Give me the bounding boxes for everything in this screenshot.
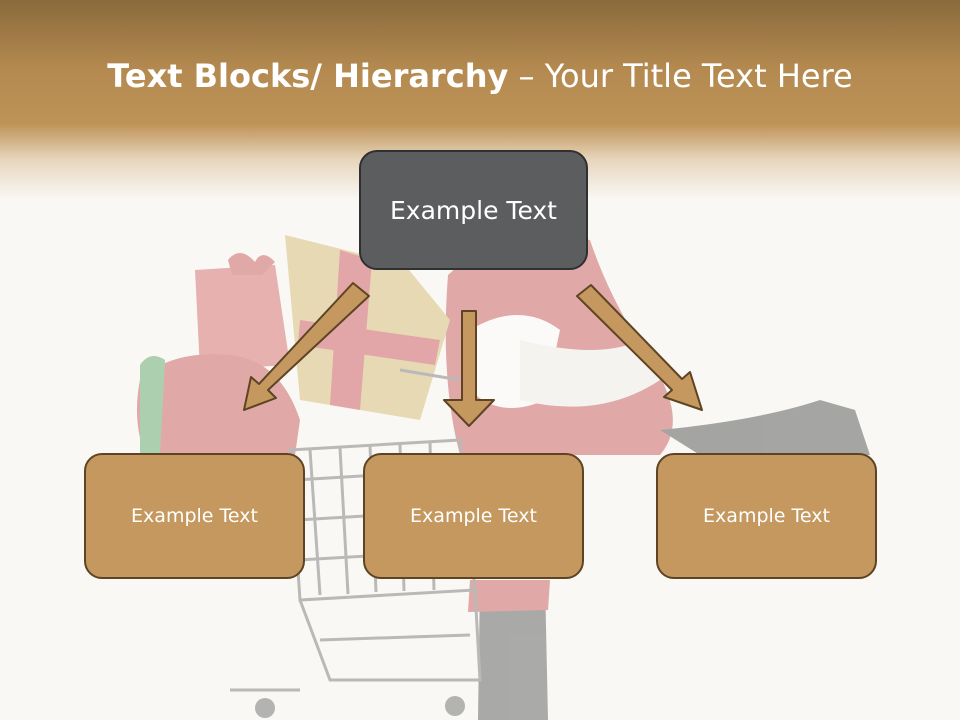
- top-node: Example Text: [359, 150, 588, 270]
- title-bold-part: Text Blocks/ Hierarchy: [107, 57, 509, 95]
- child-node-2: Example Text: [363, 453, 584, 579]
- child-node-label: Example Text: [410, 505, 537, 527]
- title-separator: –: [508, 57, 545, 95]
- child-node-3: Example Text: [656, 453, 877, 579]
- child-node-1: Example Text: [84, 453, 305, 579]
- child-node-label: Example Text: [131, 505, 258, 527]
- slide-title: Text Blocks/ Hierarchy – Your Title Text…: [0, 52, 960, 100]
- arrow-middle: [443, 310, 495, 427]
- arrow-left: [243, 282, 370, 411]
- child-node-label: Example Text: [703, 505, 830, 527]
- title-rest-part: Your Title Text Here: [544, 57, 853, 95]
- top-node-label: Example Text: [390, 195, 557, 225]
- arrow-right: [576, 284, 703, 411]
